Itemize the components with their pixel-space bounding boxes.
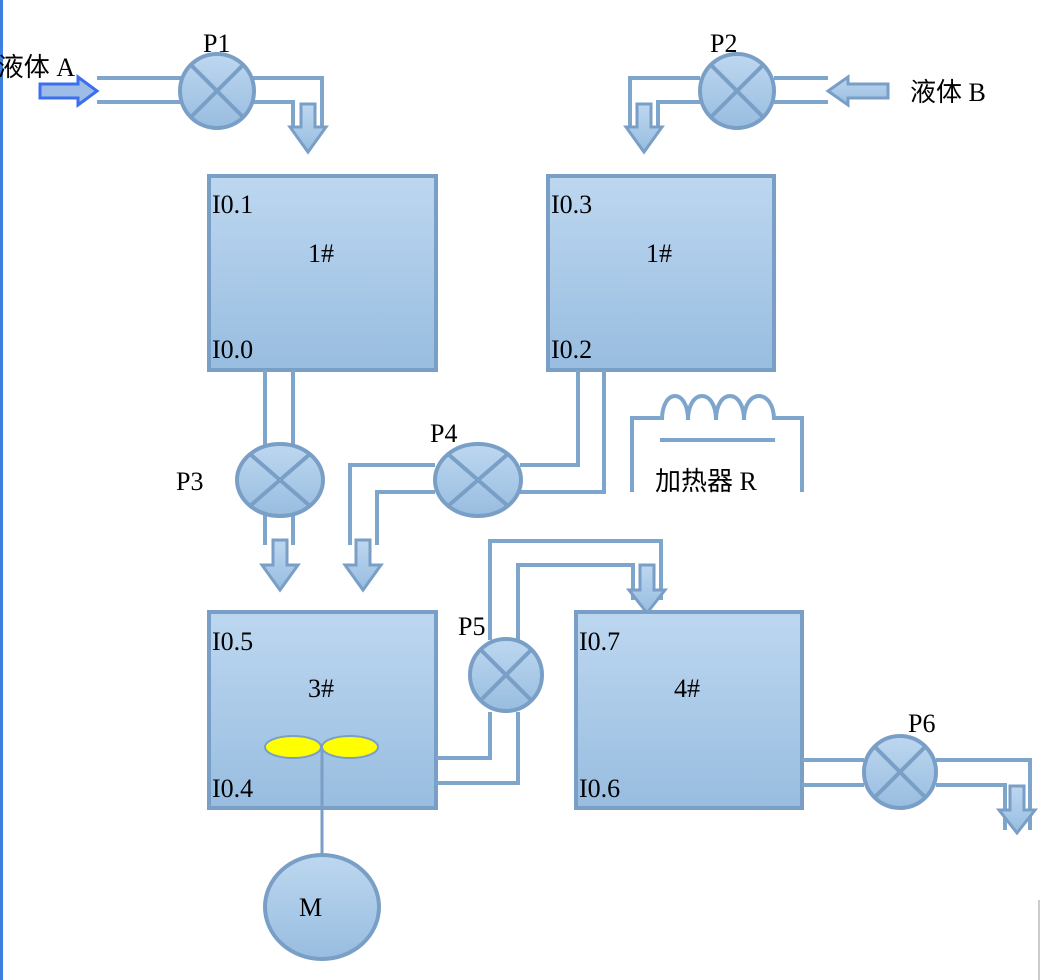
window-edge — [0, 0, 3, 980]
pump-p5[interactable] — [468, 637, 544, 713]
pump-p6[interactable] — [862, 734, 938, 810]
pump-p5-label: P5 — [458, 612, 485, 641]
pipe-p4 — [348, 370, 606, 545]
tank-label: 4# — [674, 674, 700, 703]
liquid-a-label: 液体 A — [0, 53, 75, 82]
sensor-label: I0.1 — [212, 190, 253, 219]
pipe-p5 — [436, 539, 663, 785]
sensor-label: I0.4 — [212, 774, 253, 803]
flow-arrow-down-icon — [259, 538, 301, 593]
inlet-arrow-a — [38, 74, 100, 108]
sensor-label: I0.3 — [551, 190, 592, 219]
sensor-label: I0.7 — [579, 627, 620, 656]
tank-label: 3# — [308, 674, 334, 703]
window-edge-right — [1038, 900, 1040, 980]
heater-coil-icon — [630, 394, 804, 492]
tank-label: 1# — [308, 239, 334, 268]
pump-p3-label: P3 — [176, 467, 203, 496]
pump-p2[interactable] — [698, 52, 776, 130]
flow-arrow-down-icon — [342, 538, 384, 593]
sensor-label: I0.0 — [212, 335, 253, 364]
motor[interactable]: M — [263, 853, 381, 961]
tank-label: 1# — [646, 239, 672, 268]
pump-p4-label: P4 — [430, 419, 457, 448]
sensor-label: I0.5 — [212, 627, 253, 656]
stirrer-icon — [264, 735, 379, 856]
flow-arrow-down-icon — [623, 102, 665, 155]
tank-2: I0.3 1# I0.2 — [546, 174, 776, 372]
sensor-label: I0.6 — [579, 774, 620, 803]
tank-1: I0.1 1# I0.0 — [207, 174, 438, 372]
inlet-arrow-b — [825, 74, 890, 108]
liquid-b-label: 液体 B — [910, 78, 986, 107]
pipe-p3 — [263, 370, 295, 545]
motor-label: M — [299, 893, 322, 922]
pump-p2-label: P2 — [710, 29, 737, 58]
pump-p1[interactable] — [178, 52, 256, 130]
flow-arrow-down-icon — [287, 102, 329, 155]
pipe-p6 — [802, 758, 1032, 830]
pump-p6-label: P6 — [908, 709, 935, 738]
sensor-label: I0.2 — [551, 335, 592, 364]
pipe-p1 — [97, 76, 324, 127]
flow-arrow-down-icon — [995, 784, 1039, 836]
pump-p3[interactable] — [235, 442, 325, 518]
heater-label: 加热器 R — [655, 467, 758, 496]
pipe-p2 — [628, 76, 828, 127]
pump-p1-label: P1 — [203, 29, 230, 58]
pump-p4[interactable] — [433, 442, 523, 518]
flow-arrow-down-icon — [625, 563, 669, 616]
tank-4: I0.7 4# I0.6 — [574, 610, 804, 810]
